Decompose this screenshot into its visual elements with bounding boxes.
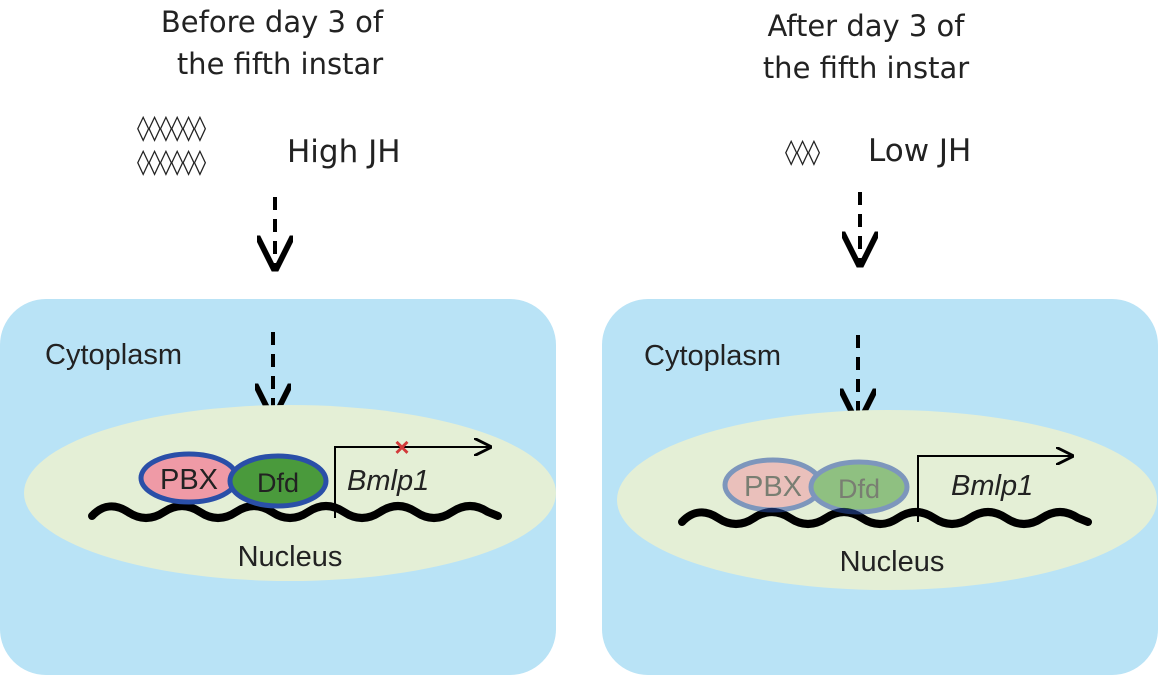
right-dfd-label: Dfd [838,474,880,504]
right-jh-molecules: ◊◊◊ [785,137,821,166]
left-dfd-protein [227,453,329,509]
left-jh-label: High JH [287,134,401,170]
right-gene-label: Bmlp1 [951,470,1033,502]
right-panel: After day 3 of the fifth instar ◊◊◊ Low … [602,9,1158,675]
left-heading-line1: Before day 3 of [161,5,384,39]
right-nucleus-label: Nucleus [840,546,945,578]
left-cytoplasm-label: Cytoplasm [45,339,182,371]
right-dfd-protein [808,459,910,515]
left-jh-molecules-row1: ◊◊◊◊◊◊ [137,113,207,142]
left-inhibition-mark: × [394,432,409,462]
left-promoter-arrow [334,447,490,518]
right-dna-strand [678,508,1092,528]
left-nucleus-label: Nucleus [238,541,343,573]
left-panel: Before day 3 of the fifth instar ◊◊◊◊◊◊ … [0,5,556,675]
right-heading-line2: the fifth instar [763,51,969,85]
right-cytoplasm-label: Cytoplasm [644,340,781,372]
left-gene-label: Bmlp1 [347,465,429,497]
left-dna-strand [88,502,502,522]
right-heading-line1: After day 3 of [767,9,965,43]
right-protein-complex: PBX Dfd [722,457,910,515]
right-pbx-label: PBX [744,471,802,503]
left-heading-line2: the fifth instar [177,47,383,81]
left-dfd-label: Dfd [257,468,299,498]
right-jh-label: Low JH [868,133,971,169]
left-jh-molecules-row2: ◊◊◊◊◊◊ [137,147,207,176]
right-promoter-arrow [917,456,1072,522]
left-pbx-label: PBX [160,464,218,496]
